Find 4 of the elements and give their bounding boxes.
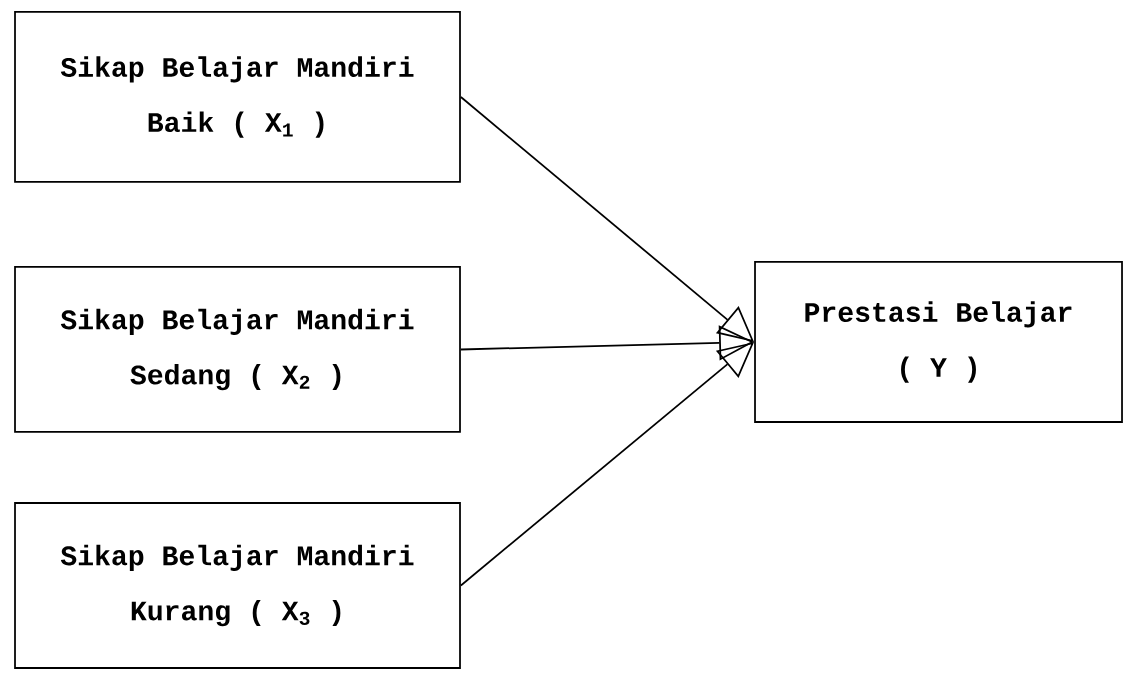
text-box: Sikap Belajar Mandiri Kurang ( X$_{3}$ ) [14, 502, 461, 669]
text-box: Prestasi Belajar ( Y ) [754, 261, 1123, 423]
text-box: Sikap Belajar Mandiri Baik ( X$_{1}$ ) [14, 11, 461, 183]
text-box: Sikap Belajar Mandiri Sedang ( X$_{2}$ ) [14, 266, 461, 433]
